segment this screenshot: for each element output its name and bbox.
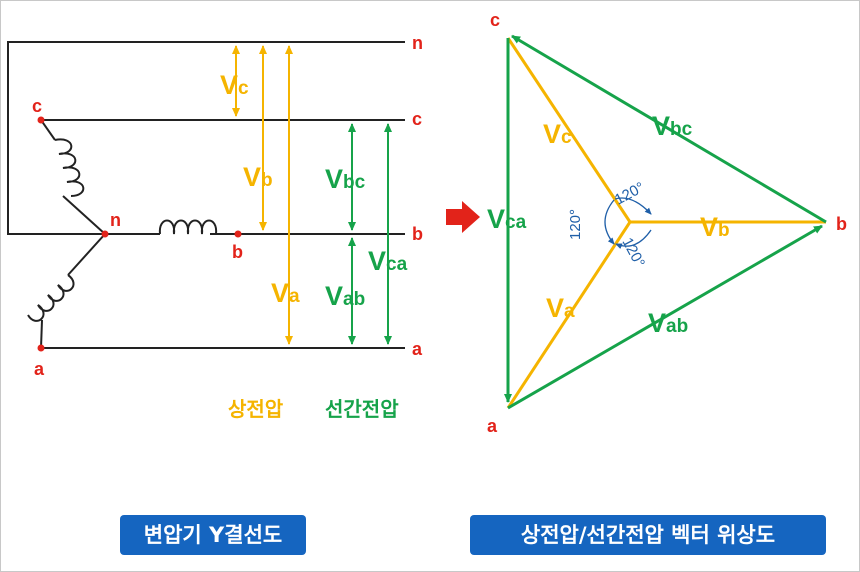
winding-label-b: b (232, 242, 243, 262)
vertex-label-a: a (487, 416, 498, 436)
winding-a-coil (27, 274, 75, 322)
winding-b-coil (158, 219, 218, 235)
vector-label-va: Va (546, 293, 575, 323)
neutral-dot (101, 230, 109, 238)
winding-label-c: c (32, 96, 42, 116)
wye-circuit (7, 41, 405, 349)
caption-wye-diagram: 변압기 Y결선도 (120, 515, 306, 555)
vector-label-vb: Vb (700, 212, 730, 242)
circuit-label-vca: Vca (368, 246, 408, 276)
legend-phase-voltage: 상전압 (228, 397, 284, 421)
angle-label-left: 120° (567, 209, 584, 240)
vector-label-vbc: Vbc (652, 111, 693, 141)
triangle-vab (507, 224, 823, 410)
legend-line-voltage: 선간전압 (325, 397, 399, 421)
pointer-arrow-icon (446, 201, 480, 233)
terminal-b-dot (234, 230, 242, 238)
winding-label-n: n (110, 210, 121, 230)
circuit-label-va: Va (271, 278, 300, 308)
vector-label-vca: Vca (487, 204, 527, 234)
circuit-label-vb: Vb (243, 162, 273, 192)
rail-label-b: b (412, 224, 423, 244)
phasor-va (506, 221, 632, 409)
rail-label-c: c (412, 109, 422, 129)
vector-label-vc: Vc (543, 119, 572, 149)
terminal-a-dot (37, 344, 45, 352)
angle-arc-bottom (615, 229, 652, 250)
rail-label-a: a (412, 339, 423, 359)
angle-label-top: 120° (612, 179, 647, 209)
angle-arc-left (604, 199, 615, 245)
terminal-c-dot (37, 116, 45, 124)
triangle-vbc (511, 34, 827, 224)
circuit-label-vab: Vab (325, 281, 365, 311)
phasor-vc (506, 37, 632, 223)
vertex-label-b: b (836, 214, 847, 234)
angle-label-bottom: 120° (618, 235, 648, 270)
caption-vector-diagram: 상전압/선간전압 벡터 위상도 (470, 515, 826, 555)
winding-c-coil (54, 138, 85, 197)
neutral-rail (7, 41, 405, 235)
angle-arc-top (614, 197, 652, 215)
vector-label-vab: Vab (648, 308, 688, 338)
circuit-label-vc: Vc (220, 70, 249, 100)
winding-label-a: a (34, 359, 45, 379)
vertex-label-c: c (490, 10, 500, 30)
circuit-label-vbc: Vbc (325, 164, 366, 194)
rail-label-n: n (412, 33, 423, 53)
